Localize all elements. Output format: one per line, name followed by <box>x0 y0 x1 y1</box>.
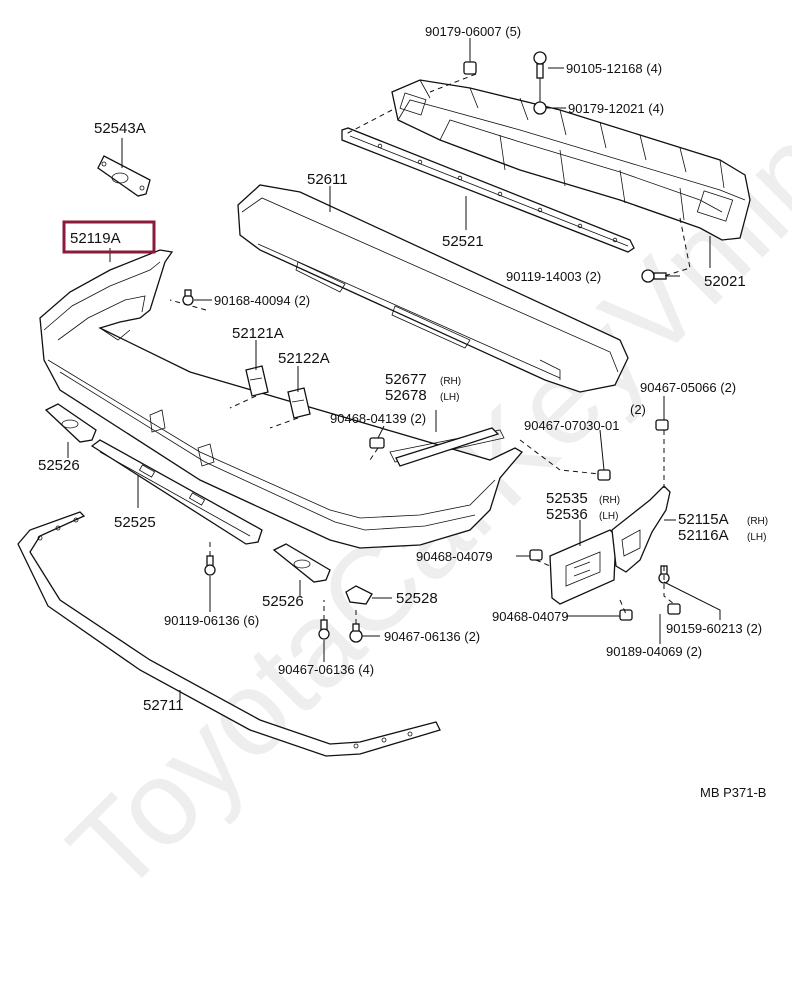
label-52526-left[interactable]: 52526 <box>38 457 80 474</box>
label-52119A[interactable]: 52119A <box>70 230 121 247</box>
fastener-90179-12021[interactable] <box>533 101 547 115</box>
assembly-dashed-lines <box>169 73 691 624</box>
label-52677[interactable]: 52677 <box>385 371 427 388</box>
part-52525-lower-reinforcement[interactable] <box>90 439 263 545</box>
label-52521[interactable]: 52521 <box>442 233 484 250</box>
label-90467-07030-qty: (2) <box>630 402 646 417</box>
label-52677-side: (RH) <box>440 376 461 387</box>
part-52528-bracket[interactable] <box>345 585 373 605</box>
part-52122A-bracket[interactable] <box>287 387 311 419</box>
fastener-90119-14003[interactable] <box>641 269 667 283</box>
label-52116A[interactable]: 52116A <box>678 527 729 544</box>
part-52526-retainer-left[interactable] <box>44 403 97 443</box>
label-90468-04139[interactable]: 90468-04139 (2) <box>330 411 426 426</box>
label-90467-06136-b[interactable]: 90467-06136 (4) <box>278 662 374 677</box>
label-90467-07030-01[interactable]: 90467-07030-01 <box>524 418 619 433</box>
label-52525[interactable]: 52525 <box>114 514 156 531</box>
fastener-90468-04079-a[interactable] <box>529 549 543 561</box>
label-52528[interactable]: 52528 <box>396 590 438 607</box>
part-52543A-bracket[interactable] <box>97 155 151 197</box>
part-52121A-bracket[interactable] <box>245 365 269 397</box>
label-90119-06136[interactable]: 90119-06136 (6) <box>164 613 259 628</box>
part-52521-retainer[interactable] <box>341 127 635 253</box>
fastener-90119-06136[interactable] <box>204 555 216 576</box>
label-90119-14003[interactable]: 90119-14003 (2) <box>506 269 601 284</box>
label-52122A[interactable]: 52122A <box>278 350 330 367</box>
part-52021-reinforcement[interactable] <box>391 79 751 241</box>
part-52526-retainer-middle[interactable] <box>272 543 331 583</box>
fastener-90467-06136-b[interactable] <box>318 619 330 640</box>
part-52119A-bumper-cover[interactable] <box>39 249 524 549</box>
fastener-90168-40094[interactable] <box>182 289 194 306</box>
label-90168-40094[interactable]: 90168-40094 (2) <box>214 293 310 308</box>
label-90105-12168[interactable]: 90105-12168 (4) <box>566 61 662 76</box>
label-90159-60213[interactable]: 90159-60213 (2) <box>666 621 762 636</box>
label-52611[interactable]: 52611 <box>307 171 348 188</box>
label-90468-04079-a[interactable]: 90468-04079 <box>416 549 493 564</box>
label-52536[interactable]: 52536 <box>546 506 588 523</box>
label-52115A-side: (RH) <box>747 516 768 527</box>
label-52711[interactable]: 52711 <box>143 697 184 714</box>
label-90467-06136-a[interactable]: 90467-06136 (2) <box>384 629 480 644</box>
fastener-90105-12168[interactable] <box>533 51 547 79</box>
fastener-90468-04079-b[interactable] <box>619 609 633 621</box>
label-52535-side: (RH) <box>599 495 620 506</box>
label-90467-05066[interactable]: 90467-05066 (2) <box>640 380 736 395</box>
label-90179-06007[interactable]: 90179-06007 (5) <box>425 24 521 39</box>
leader-lines <box>67 38 721 700</box>
label-52526-middle[interactable]: 52526 <box>262 593 304 610</box>
label-90189-04069[interactable]: 90189-04069 (2) <box>606 644 702 659</box>
label-52543A[interactable]: 52543A <box>94 120 146 137</box>
label-52021[interactable]: 52021 <box>704 273 746 290</box>
fastener-90467-07030-01[interactable] <box>597 469 611 481</box>
label-90179-12021[interactable]: 90179-12021 (4) <box>568 101 664 116</box>
label-52678[interactable]: 52678 <box>385 387 427 404</box>
label-90468-04079-b[interactable]: 90468-04079 <box>492 609 569 624</box>
part-52611-absorber[interactable] <box>237 184 629 393</box>
fastener-90179-06007[interactable] <box>463 61 477 75</box>
label-52678-side: (LH) <box>440 392 459 403</box>
label-52536-side: (LH) <box>599 511 618 522</box>
label-52115A[interactable]: 52115A <box>678 511 729 528</box>
diagram-code: MB P371-B <box>700 785 766 800</box>
label-52121A[interactable]: 52121A <box>232 325 284 342</box>
label-52535[interactable]: 52535 <box>546 490 588 507</box>
label-52116A-side: (LH) <box>747 532 766 543</box>
part-52711-bumper-extension[interactable] <box>17 511 441 757</box>
fastener-90467-05066[interactable] <box>655 419 669 431</box>
highlight-box-52119A <box>62 220 156 254</box>
fastener-90468-04139[interactable] <box>369 437 385 449</box>
fastener-90189-04069[interactable] <box>667 603 681 615</box>
part-52535-52536-spacer[interactable] <box>549 529 617 605</box>
part-52115A-52116A-bracket[interactable] <box>611 485 671 573</box>
part-52677-52678-moulding[interactable] <box>395 427 500 467</box>
